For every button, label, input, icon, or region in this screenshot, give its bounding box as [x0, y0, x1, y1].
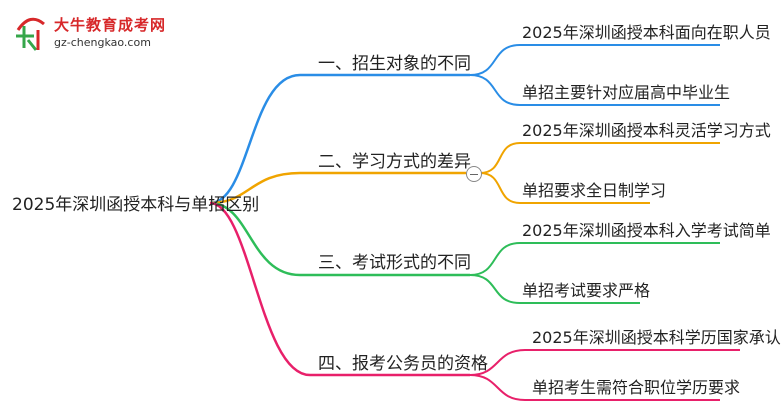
connector-branch-1-leaf-2 [469, 74, 720, 106]
connector-branch-4-leaf-2 [469, 374, 720, 401]
branch-4-leaf-1[interactable]: 2025年深圳函授本科学历国家承认 [532, 328, 781, 347]
connector-root-branch-1 [209, 73, 470, 205]
collapse-toggle-icon[interactable] [466, 166, 482, 182]
mindmap-connectors [209, 44, 740, 401]
branch-4-leaf-2[interactable]: 单招考生需符合职位学历要求 [532, 378, 741, 397]
niu-logo-icon [16, 17, 45, 51]
site-logo[interactable]: 大牛教育成考网 gz-chengkao.com [10, 10, 165, 54]
connector-branch-1-leaf-1 [469, 44, 720, 76]
branch-3-leaf-1[interactable]: 2025年深圳函授本科入学考试简单 [522, 221, 771, 240]
branch-2-leaf-2[interactable]: 单招要求全日制学习 [522, 181, 667, 200]
branch-2-label[interactable]: 二、学习方式的差异 [318, 152, 471, 172]
branch-3-leaf-2[interactable]: 单招考试要求严格 [522, 281, 651, 300]
branch-1-label[interactable]: 一、招生对象的不同 [318, 54, 471, 74]
branch-1-leaf-1[interactable]: 2025年深圳函授本科面向在职人员 [522, 23, 771, 42]
connector-branch-2-leaf-2 [479, 172, 650, 204]
branch-2-leaf-1[interactable]: 2025年深圳函授本科灵活学习方式 [522, 121, 771, 140]
connector-root-branch-4 [209, 201, 470, 377]
root-node[interactable]: 2025年深圳函授本科与单招区别 [12, 195, 260, 215]
logo-url: gz-chengkao.com [54, 36, 151, 49]
connector-branch-2-leaf-1 [479, 142, 720, 174]
branch-3-label[interactable]: 三、考试形式的不同 [318, 253, 471, 273]
branch-4-label[interactable]: 四、报考公务员的资格 [318, 354, 488, 374]
connector-branch-3-leaf-2 [469, 274, 640, 304]
connector-root-branch-3 [209, 201, 470, 277]
connector-branch-3-leaf-1 [469, 242, 720, 276]
connector-root-branch-2 [209, 171, 466, 205]
logo-title: 大牛教育成考网 [54, 16, 167, 34]
branch-1-leaf-2[interactable]: 单招主要针对应届高中毕业生 [522, 83, 731, 102]
connector-branch-4-leaf-1 [469, 349, 740, 376]
